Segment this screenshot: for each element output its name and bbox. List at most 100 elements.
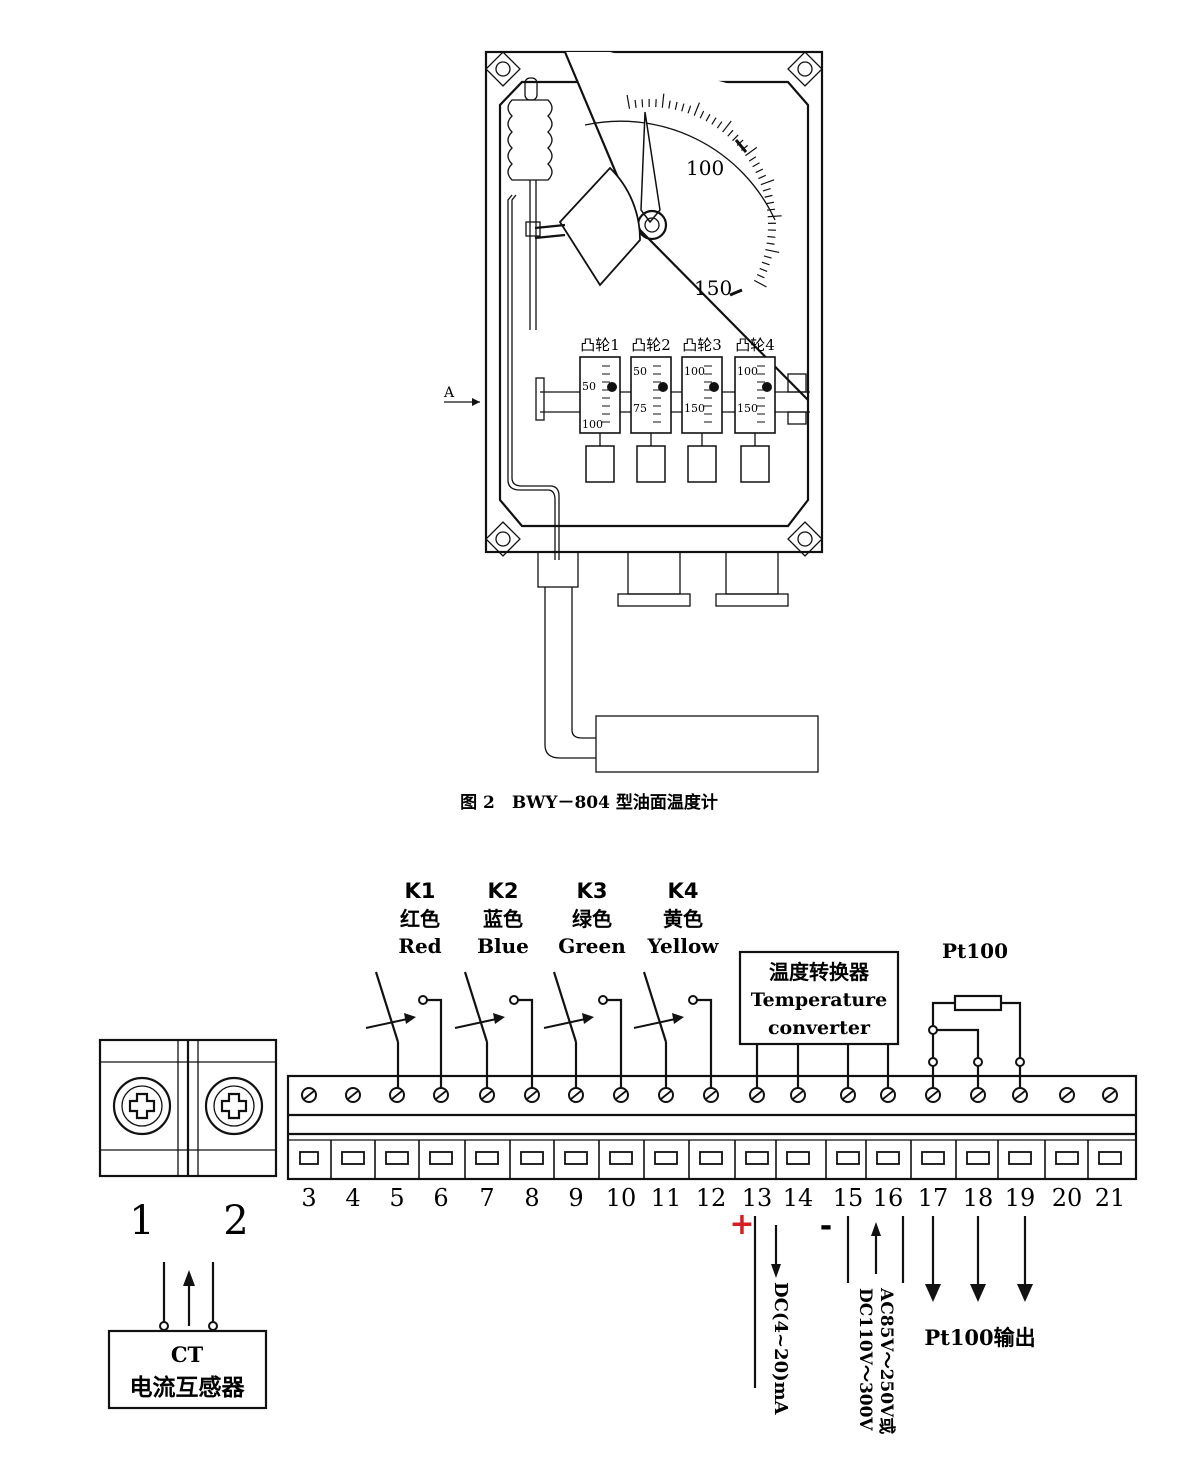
terminal-17: 17	[910, 1087, 949, 1212]
dial-tick	[765, 248, 780, 254]
terminal-number: 16	[873, 1184, 904, 1212]
cam-pivot	[762, 382, 772, 392]
terminal-20: 20	[1044, 1087, 1082, 1212]
cam-scale-upper: 100	[737, 365, 758, 378]
switch-k4	[633, 971, 713, 1088]
switch-color-en: Green	[558, 934, 626, 958]
minus-sign: -	[820, 1209, 832, 1244]
terminal-clamp	[745, 1151, 769, 1165]
dial-tick	[763, 255, 772, 259]
power-label-2: DC110V～300V	[855, 1288, 875, 1431]
terminal-12: 12	[688, 1087, 726, 1212]
plus-sign: +	[729, 1207, 754, 1242]
cam-label: 凸轮4	[735, 336, 775, 354]
terminal-clamp	[1055, 1151, 1079, 1165]
dial-tick	[711, 117, 717, 125]
temperature-probe	[595, 715, 819, 773]
terminal-clamp	[654, 1151, 678, 1165]
dial-label-150: 150	[694, 276, 732, 300]
terminal-number: 5	[389, 1184, 404, 1212]
switch-code: K4	[668, 879, 699, 903]
dial-tick	[755, 168, 764, 174]
terminal-clamp	[564, 1151, 588, 1165]
dial-tick	[634, 99, 637, 108]
ct-box	[107, 1329, 268, 1410]
switch-symbols	[365, 971, 713, 1088]
cam-pivot	[658, 382, 668, 392]
switch-k3	[543, 971, 623, 1088]
ct-label-cn: 电流互感器	[130, 1374, 246, 1401]
switch-color-cn: 红色	[400, 907, 440, 931]
switch-color-en: Red	[398, 934, 441, 958]
terminal-21: 21	[1087, 1087, 1125, 1212]
terminal-13: 13	[734, 1087, 772, 1212]
micro-switch	[636, 445, 666, 483]
dial-tick	[668, 100, 671, 109]
dial-label-100: 100	[686, 156, 724, 180]
switch-color-cn: 蓝色	[483, 907, 523, 931]
terminal-number: 11	[651, 1184, 682, 1212]
cam-label: 凸轮3	[682, 336, 722, 354]
terminal-10: 10	[598, 1087, 636, 1212]
terminal-clamp	[876, 1151, 900, 1165]
cam-scale-lower: 150	[737, 402, 758, 415]
terminal-14: 14	[775, 1087, 813, 1212]
dial-tick	[761, 261, 770, 266]
dial-tick	[681, 103, 685, 112]
cam-body	[630, 356, 672, 434]
terminal-number: 18	[963, 1184, 994, 1212]
sector-gear	[558, 166, 641, 287]
terminal-clamp	[429, 1151, 453, 1165]
ct-screw-1	[112, 1076, 172, 1136]
cam-scale-lower: 100	[582, 418, 603, 431]
cam-body	[681, 356, 723, 434]
dc-output-label: DC(4~20)mA	[770, 1282, 791, 1416]
terminal-clamp	[921, 1151, 945, 1165]
micro-switch	[585, 445, 615, 483]
terminal-clamp	[966, 1151, 990, 1165]
terminal-clamp	[786, 1151, 810, 1165]
dial-tick	[748, 156, 757, 162]
dial-arc	[584, 120, 776, 221]
cam-4: 凸轮4 100 150	[734, 336, 776, 483]
dial-tick	[760, 179, 775, 186]
switch-k1	[365, 971, 443, 1088]
terminal-9: 9	[553, 1087, 588, 1212]
dial-tick	[767, 215, 782, 218]
dial-ticks	[626, 93, 782, 288]
terminal-11: 11	[643, 1087, 682, 1212]
dial-tick	[661, 93, 665, 108]
bellows	[507, 77, 560, 560]
switch-code: K2	[488, 879, 519, 903]
terminal-clamp	[1008, 1151, 1032, 1165]
cam-scale-upper: 100	[684, 365, 705, 378]
terminal-8: 8	[509, 1087, 544, 1212]
switch-k2	[454, 971, 534, 1088]
terminal-number: 17	[918, 1184, 949, 1212]
dial-tick	[765, 201, 775, 205]
dial-tick	[674, 101, 678, 110]
corner-screws	[485, 51, 823, 557]
cam-label: 凸轮1	[580, 336, 620, 354]
cam-scale-upper: 50	[633, 365, 647, 378]
terminal-number: 15	[833, 1184, 864, 1212]
switch-code: K1	[405, 879, 436, 903]
terminal-clamp	[385, 1151, 409, 1165]
terminal-number: 3	[301, 1184, 316, 1212]
terminal-7: 7	[464, 1087, 499, 1212]
dial-tick	[716, 121, 723, 129]
shaft-bearing	[787, 373, 807, 393]
arrow-a-label: A	[443, 385, 455, 401]
micro-switch	[687, 445, 717, 483]
power-label-1: AC85V～250V或	[876, 1287, 897, 1434]
glands	[537, 551, 819, 773]
terminal-clamp	[1098, 1151, 1122, 1165]
terminal-clamp	[699, 1151, 723, 1165]
terminal-clamp	[520, 1151, 544, 1165]
